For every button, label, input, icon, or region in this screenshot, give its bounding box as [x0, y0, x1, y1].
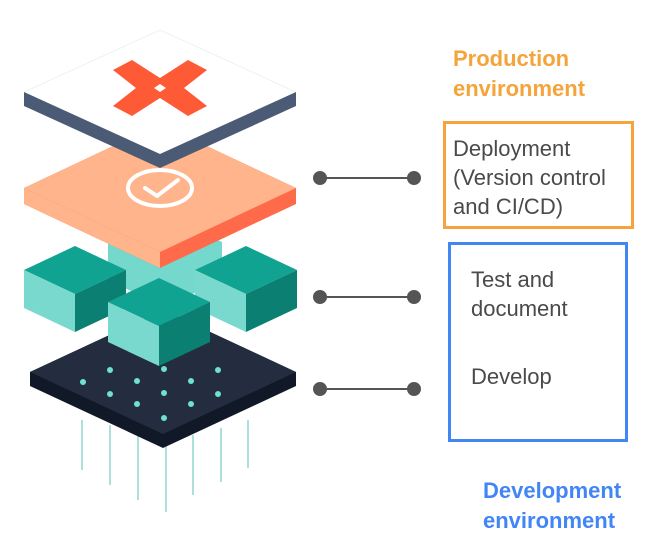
development-environment-heading: Development environment: [483, 478, 622, 533]
deployment-label: Deployment (Version control and CI/CD): [453, 136, 606, 219]
circuit-board-icon: [30, 310, 296, 448]
circuit-pins: [81, 420, 249, 512]
test-and-document-label: Test and document: [471, 267, 568, 321]
connector-lines: [313, 171, 421, 396]
check-circle-icon: [24, 124, 296, 268]
develop-label: Develop: [471, 364, 552, 389]
production-environment-heading: Production environment: [453, 46, 586, 101]
development-environment-box: [448, 242, 628, 442]
dbt-logo-icon: [24, 30, 296, 168]
production-environment-box: [443, 121, 634, 229]
